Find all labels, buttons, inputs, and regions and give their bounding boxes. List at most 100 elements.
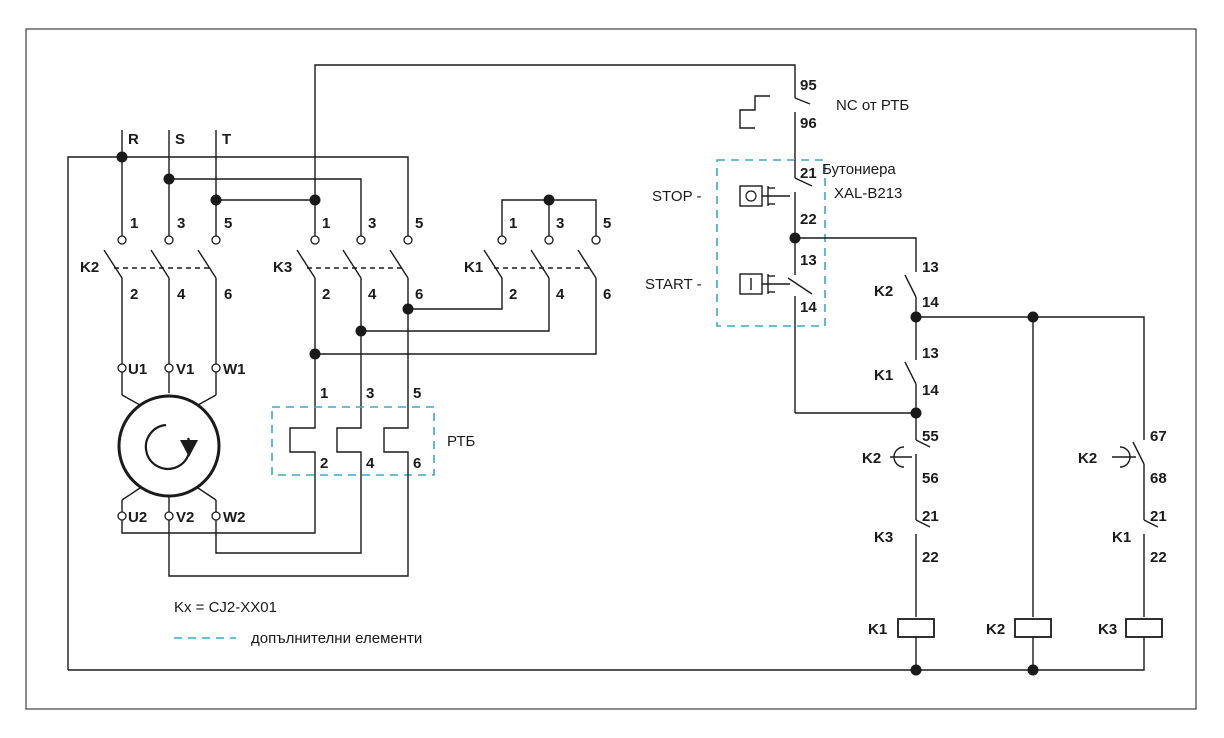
start-label: START - [645,276,702,293]
stop-button[interactable] [739,160,813,238]
k2-timed-56: 56 [922,470,939,487]
k1-bot-2: 2 [509,286,517,303]
motor-v2: V2 [176,509,194,526]
k2-timed-name: K2 [862,450,881,467]
phase-t-label: T [222,131,231,148]
k2-bot-2: 2 [130,286,138,303]
stop-term-21: 21 [800,165,817,182]
k2-timed-55: 55 [922,428,939,445]
junction-k1-2 [309,348,321,360]
legend-dashed-text: допълнителни елементи [251,630,422,647]
relay-top-1: 1 [320,385,328,402]
start-button[interactable] [739,238,813,413]
k2-hold-14: 14 [922,294,939,311]
junction-k1-14 [910,407,922,419]
k1-inter-21: 21 [1150,508,1167,525]
junction-k1-top [543,194,555,206]
k3-bot-6: 6 [415,286,423,303]
relay-dashed-box [271,406,435,476]
relay-top-3: 3 [366,385,374,402]
junction-coil-k2 [1027,664,1039,676]
k2-hold-name: K2 [874,283,893,300]
k1-bot-6: 6 [603,286,611,303]
motor-w2: W2 [223,509,246,526]
coil-k1-label: K1 [868,621,887,638]
k2-bot-4: 4 [177,286,186,303]
stop-term-22: 22 [800,211,817,228]
k1-inter-name: K1 [1112,529,1131,546]
start-term-13: 13 [800,252,817,269]
nc-term-95: 95 [800,77,817,94]
pushbutton-dashed-box [716,159,826,327]
k2-hold-13: 13 [922,259,939,276]
k2-bot-6: 6 [224,286,232,303]
nc-label: NC от РТБ [836,97,909,114]
start-term-14: 14 [800,299,817,316]
k1-contact-13: 13 [922,345,939,362]
diagram-frame [25,28,1197,710]
motor-u1: U1 [128,361,147,378]
stop-label: STOP - [652,188,701,205]
relay-top-5: 5 [413,385,421,402]
k3-top-1: 1 [322,215,330,232]
k1-interlock [1143,519,1159,617]
k3-power-name: K3 [273,259,292,276]
k1-contact-name: K1 [874,367,893,384]
k1-power-name: K1 [464,259,483,276]
motor-v1: V1 [176,361,194,378]
relay-label: РТБ [447,433,475,450]
k1-top-1: 1 [509,215,517,232]
k3-inter-21: 21 [922,508,939,525]
motor-w1: W1 [223,361,246,378]
nc-relay-contact [739,95,811,160]
relay-bot-4: 4 [366,455,375,472]
junction-s [163,173,175,185]
thermal-relay [289,420,409,476]
contactor-k2-power [103,235,221,365]
k1-top-5: 5 [603,215,611,232]
k1-contact-14: 14 [922,382,939,399]
junction-r [116,151,128,163]
coil-k2-label: K2 [986,621,1005,638]
junction-t [210,194,222,206]
phase-s-label: S [175,131,185,148]
phase-r-label: R [128,131,139,148]
junction-k2-14 [910,311,922,323]
nc-term-96: 96 [800,115,817,132]
motor-u2: U2 [128,509,147,526]
k1-contact [795,361,917,440]
pushbutton-model: XAL-B213 [834,185,902,202]
k2-hold-contact [795,237,1145,440]
k2-timed-no [1112,441,1145,520]
k2-top-5: 5 [224,215,232,232]
coil-k3-label: K3 [1098,621,1117,638]
k2-timed-nc [890,439,931,520]
legend-model: Kx = CJ2-XX01 [174,599,277,616]
k2-timed2-68: 68 [1150,470,1167,487]
k2-top-1: 1 [130,215,138,232]
k1-top-3: 3 [556,215,564,232]
coils [68,618,1163,671]
junction-k1-4 [355,325,367,337]
k2-top-3: 3 [177,215,185,232]
k2-timed2-name: K2 [1078,450,1097,467]
junction-coil-k1 [910,664,922,676]
relay-bot-2: 2 [320,455,328,472]
k2-timed2-67: 67 [1150,428,1167,445]
k3-inter-name: K3 [874,529,893,546]
k2-power-name: K2 [80,259,99,276]
junction-k1-6 [402,303,414,315]
contactor-k3-power [296,235,413,420]
k3-interlock [915,519,931,617]
motor-symbol [117,363,409,577]
k3-top-3: 3 [368,215,376,232]
k1-inter-22: 22 [1150,549,1167,566]
k3-bot-2: 2 [322,286,330,303]
k3-bot-4: 4 [368,286,377,303]
k1-bot-4: 4 [556,286,565,303]
k3-top-5: 5 [415,215,423,232]
junction-t2 [309,194,321,206]
k3-inter-22: 22 [922,549,939,566]
phase-lines [67,64,796,670]
